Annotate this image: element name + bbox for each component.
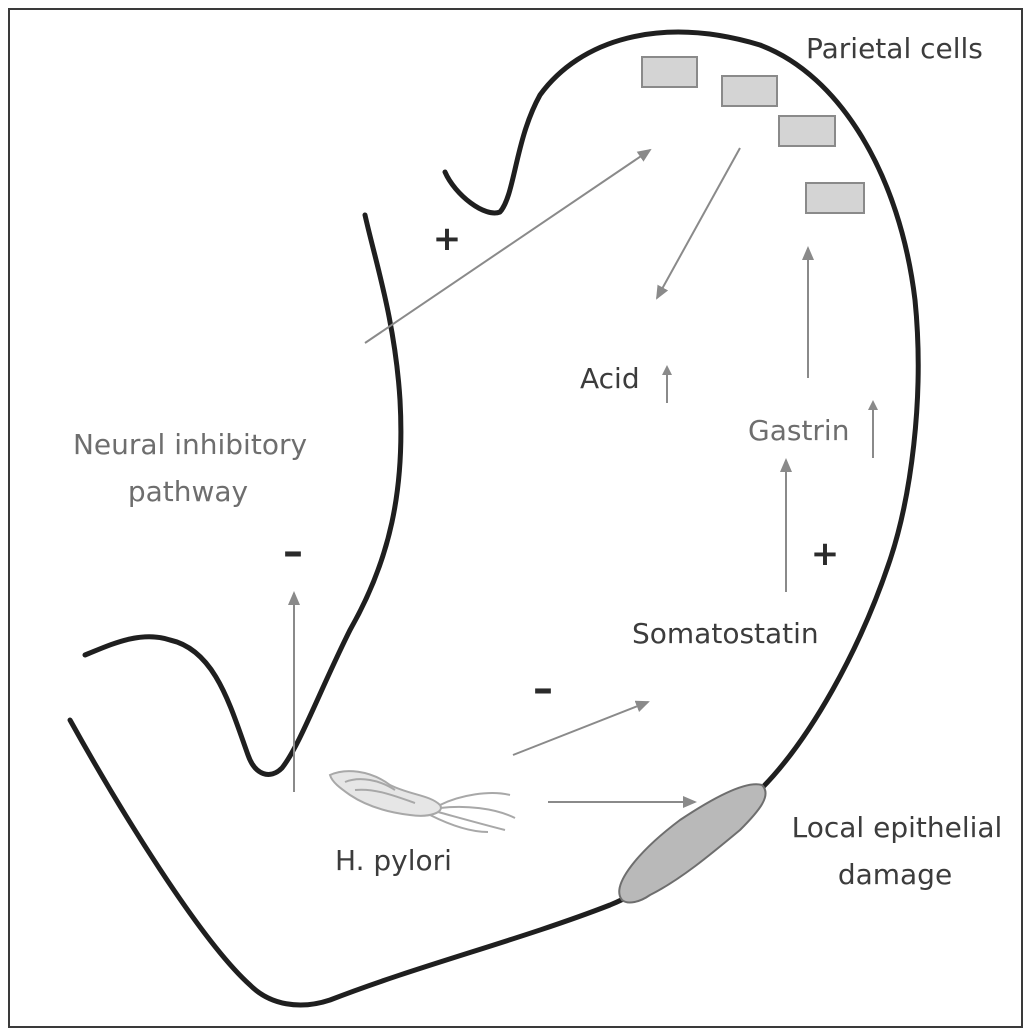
neural-pathway-label-line2: pathway: [128, 475, 248, 508]
neural-pathway-label-line1: Neural inhibitory: [73, 428, 307, 461]
parietal-cell: [722, 76, 777, 106]
parietal-cells-label: Parietal cells: [806, 32, 983, 65]
minus-sign-hpylori: –: [533, 666, 553, 712]
h-pylori-bacterium: [330, 771, 515, 832]
stomach-outline: [70, 32, 918, 1005]
local-damage-label-line1: Local epithelial: [792, 811, 1003, 844]
greater-curvature: [70, 32, 918, 1005]
acid-label: Acid: [580, 362, 640, 395]
local-damage-label-line2: damage: [838, 858, 952, 891]
gastrin-label: Gastrin: [748, 414, 849, 447]
parietal-cell: [642, 57, 697, 87]
parietal-cell: [779, 116, 835, 146]
arrows: [294, 148, 873, 802]
minus-sign-neural: –: [283, 529, 303, 575]
parietal-cells: [642, 57, 864, 213]
somatostatin-label: Somatostatin: [632, 617, 819, 650]
arrow-parietal-to-acid: [657, 148, 740, 298]
arrow-neural-to-parietal: [365, 150, 650, 343]
parietal-cell: [806, 183, 864, 213]
h-pylori-label: H. pylori: [335, 844, 452, 877]
plus-sign-somatostatin: +: [811, 534, 840, 574]
plus-sign-neural: +: [433, 219, 462, 259]
